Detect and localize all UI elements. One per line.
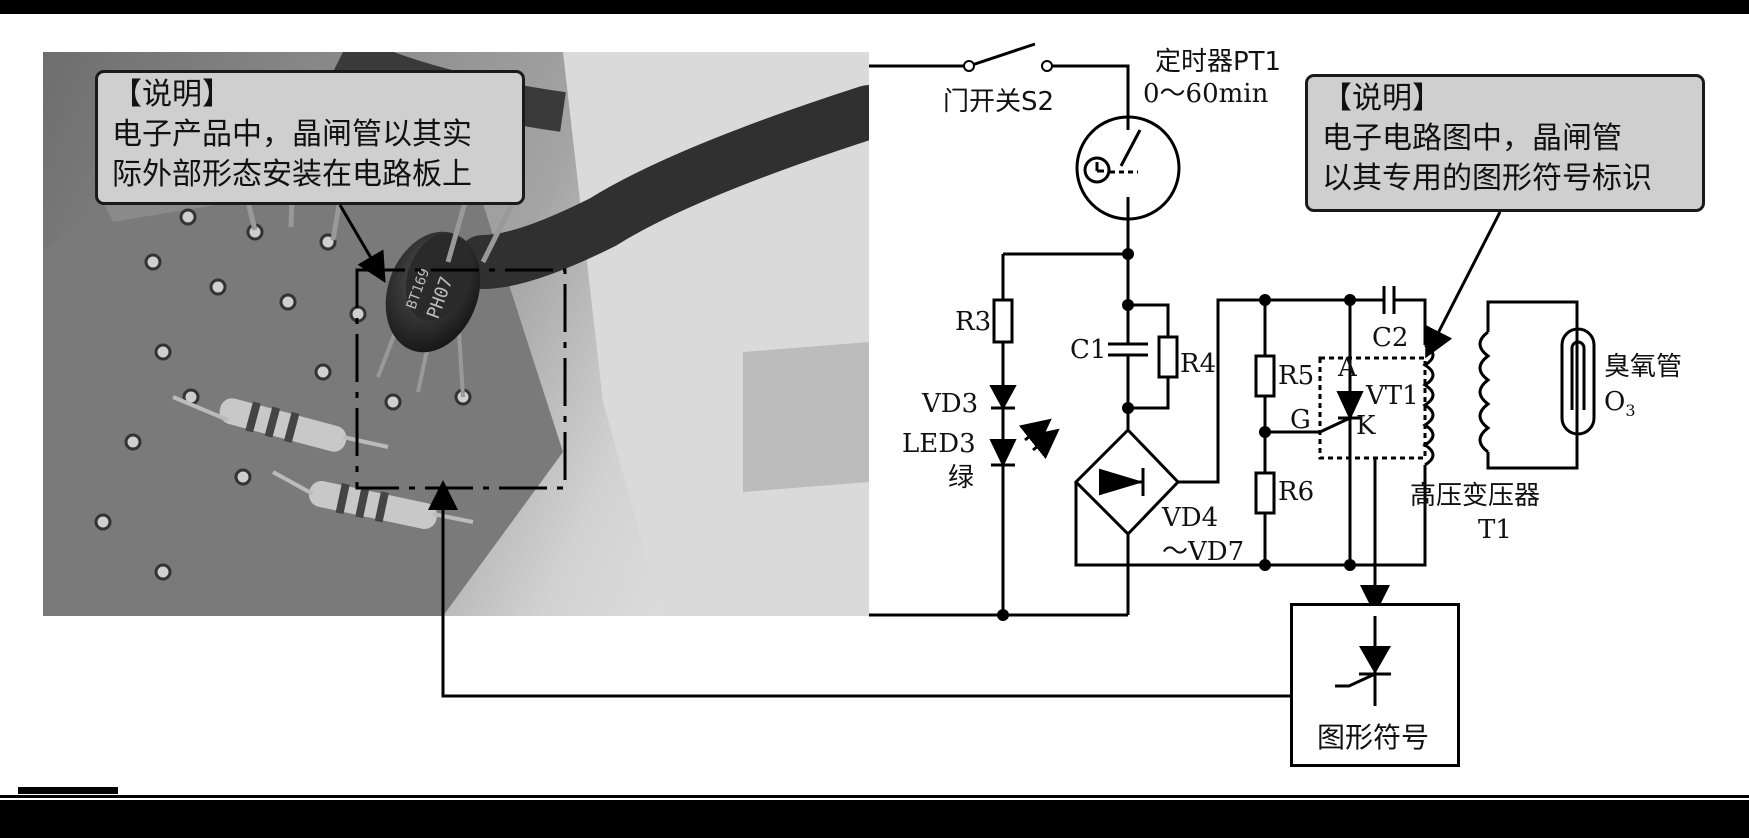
transformer-secondary <box>1478 330 1491 454</box>
diode-vd3 <box>989 385 1017 411</box>
label-ozone: 臭氧管 <box>1604 352 1683 382</box>
schematic-note-title: 【说明】 <box>1322 81 1442 116</box>
label-door-switch: 门开关S2 <box>943 87 1055 117</box>
resistor-r5 <box>1254 354 1276 398</box>
door-switch <box>968 42 1036 68</box>
thyristor-region <box>1318 356 1427 460</box>
ozone-tube <box>1560 327 1596 436</box>
thyristor-symbol-box: 图形符号 <box>1290 603 1460 767</box>
arrow-to-photo <box>428 480 1290 698</box>
label-c1: C1 <box>1070 335 1107 365</box>
label-t1: T1 <box>1478 515 1512 545</box>
schematic-note-line2: 以其专用的图形符号标识 <box>1322 161 1652 196</box>
label-r3: R3 <box>955 307 992 337</box>
label-o3: O3 <box>1604 388 1636 425</box>
highlight-box <box>355 268 567 490</box>
schematic-note-pointer <box>1425 211 1502 359</box>
label-c2: C2 <box>1372 323 1409 353</box>
label-o3-sub: 3 <box>1625 401 1636 421</box>
label-r4: R4 <box>1180 349 1217 379</box>
photo-note: 【说明】 电子产品中，晶闸管以其实 际外部形态安装在电路板上 <box>95 70 525 205</box>
led3-symbol <box>989 439 1017 468</box>
resistor-r3 <box>992 298 1014 344</box>
bridge-diode-symbol <box>1099 468 1144 496</box>
photo-note-title: 【说明】 <box>112 77 232 112</box>
label-vd3: VD3 <box>922 389 979 419</box>
label-timer-range: 0～60min <box>1143 79 1269 109</box>
label-timer: 定时器PT1 <box>1155 47 1282 77</box>
label-led3-color: 绿 <box>948 463 975 493</box>
label-gate: G <box>1290 405 1311 435</box>
label-vd4: VD4 <box>1162 503 1219 533</box>
bottom-thin-line <box>0 795 1749 798</box>
label-vd7: ～VD7 <box>1162 537 1245 567</box>
top-border <box>0 0 1749 14</box>
schematic-note-line1: 电子电路图中，晶闸管 <box>1322 121 1622 156</box>
label-anode: A <box>1338 353 1357 383</box>
thyristor-component: BT169 PH07 <box>376 231 481 398</box>
label-led3: LED3 <box>902 429 976 459</box>
transformer-primary <box>1422 343 1435 467</box>
photo-note-line1: 电子产品中，晶闸管以其实 <box>112 117 472 152</box>
wire-switch-timer <box>1047 64 1130 130</box>
bottom-right-block <box>1548 815 1698 838</box>
schematic-note: 【说明】 电子电路图中，晶闸管 以其专用的图形符号标识 <box>1305 74 1705 212</box>
bottom-border <box>0 800 1749 838</box>
symbol-caption: 图形符号 <box>1317 721 1430 754</box>
label-vt1: VT1 <box>1366 381 1419 411</box>
thyristor-vt1-symbol <box>1336 391 1364 421</box>
photo-note-line2: 际外部形态安装在电路板上 <box>112 157 472 192</box>
bottom-left-mark <box>18 787 118 794</box>
resistor-r6 <box>1254 471 1276 515</box>
label-o3-main: O <box>1604 387 1626 417</box>
thyristor-icon <box>1335 616 1391 706</box>
photo-note-pointer <box>338 204 386 283</box>
label-r5: R5 <box>1278 361 1315 391</box>
timer-clock-icon <box>1083 156 1111 184</box>
label-cathode: K <box>1356 411 1376 441</box>
label-transformer: 高压变压器 <box>1410 481 1541 511</box>
label-r6: R6 <box>1278 477 1315 507</box>
resistor-r4 <box>1157 335 1179 379</box>
